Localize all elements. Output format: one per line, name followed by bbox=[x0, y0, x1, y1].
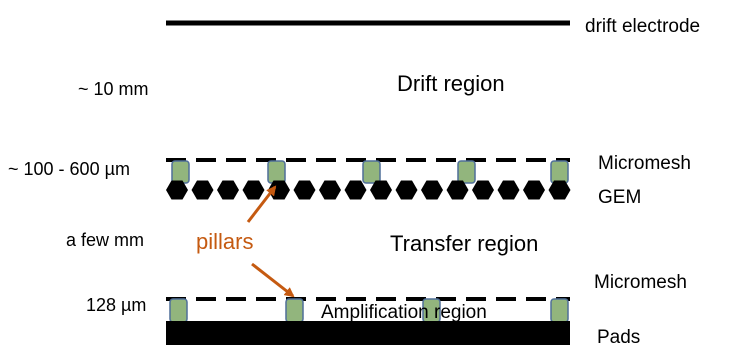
gem-hole bbox=[217, 180, 239, 200]
gem-hole bbox=[242, 180, 265, 200]
micromesh-top-label: Micromesh bbox=[598, 153, 691, 174]
drift-electrode-label: drift electrode bbox=[585, 16, 700, 37]
gem-hole bbox=[497, 180, 520, 200]
gem-hole bbox=[344, 180, 367, 200]
gem-hole bbox=[446, 180, 469, 200]
pillar bbox=[171, 160, 190, 184]
transfer-region-label: Transfer region bbox=[390, 231, 538, 256]
drift-region-label: Drift region bbox=[397, 71, 505, 96]
pillar bbox=[285, 298, 304, 323]
gem-hole bbox=[421, 180, 443, 200]
pads-plane bbox=[166, 321, 570, 345]
pillars-label: pillars bbox=[196, 229, 253, 254]
micromesh-bottom-label: Micromesh bbox=[594, 272, 687, 293]
gem-hole bbox=[319, 180, 341, 200]
amplification-region-label: Amplification region bbox=[321, 302, 487, 323]
mesh-gem-gap-label: ~ 100 - 600 µm bbox=[8, 159, 130, 179]
pillar bbox=[169, 298, 188, 323]
gem-hole bbox=[293, 180, 316, 200]
pillars-arrow-bottom bbox=[251, 262, 295, 298]
top-pillars bbox=[171, 160, 569, 184]
gem-label: GEM bbox=[598, 187, 641, 208]
pillar bbox=[457, 160, 476, 184]
pillar bbox=[362, 160, 381, 184]
gem-hole bbox=[191, 180, 214, 200]
drift-gap-label: ~ 10 mm bbox=[78, 79, 149, 99]
gem-layer bbox=[166, 180, 571, 200]
gem-hole bbox=[523, 180, 545, 200]
gem-hole bbox=[548, 180, 571, 200]
gem-hole bbox=[472, 180, 494, 200]
pads-label: Pads bbox=[597, 327, 640, 345]
gem-hole bbox=[166, 180, 188, 200]
gem-hole bbox=[395, 180, 418, 200]
pillar bbox=[267, 160, 286, 184]
pillar bbox=[550, 298, 569, 323]
pillar bbox=[550, 160, 569, 184]
transfer-gap-label: a few mm bbox=[66, 230, 144, 250]
gem-hole bbox=[370, 180, 392, 200]
amplification-gap-label: 128 µm bbox=[86, 295, 146, 315]
pillars-arrow-top bbox=[246, 185, 277, 223]
